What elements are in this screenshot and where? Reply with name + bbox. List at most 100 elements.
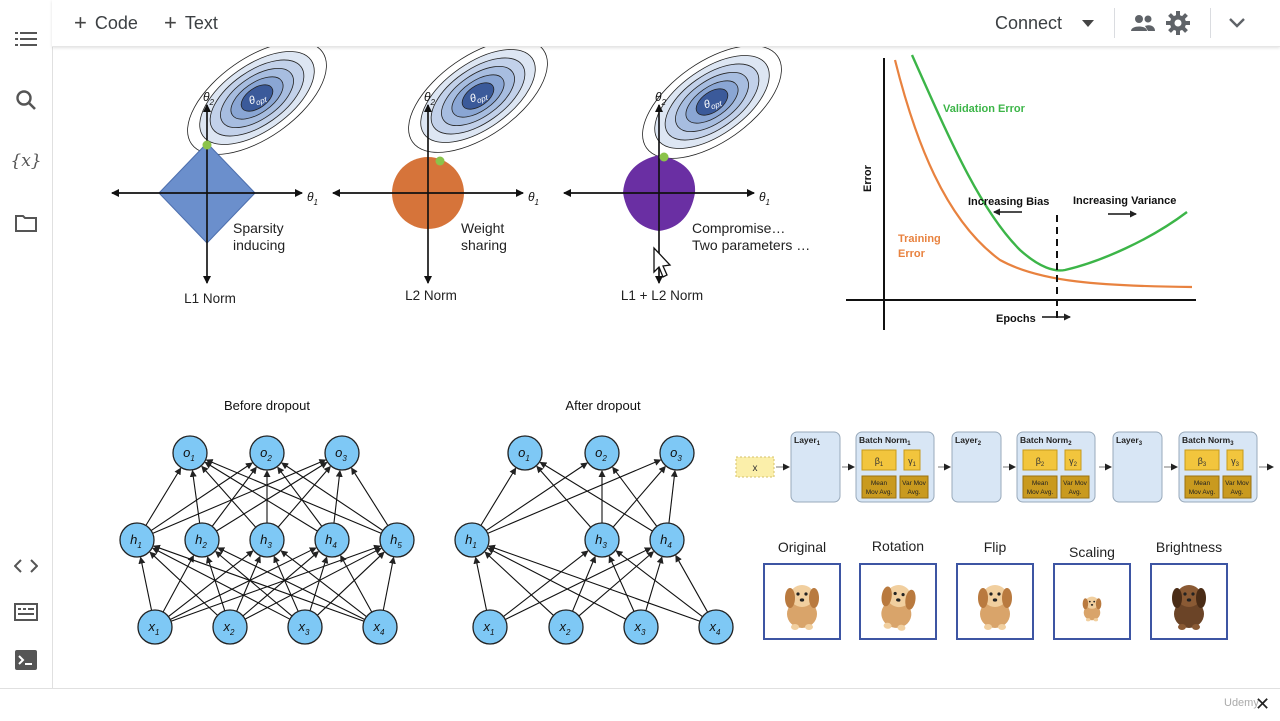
constraint-label: sharing bbox=[461, 237, 507, 253]
constraint-label: Two parameters … bbox=[692, 237, 810, 253]
validation-error-label: Validation Error bbox=[943, 103, 1026, 115]
mean-moving-avg-label: Mov Avg. bbox=[1027, 489, 1054, 496]
edge bbox=[382, 556, 396, 611]
constraint-label: inducing bbox=[233, 237, 285, 253]
augmentation-scaling: Scaling bbox=[1053, 544, 1131, 640]
mean-moving-avg bbox=[1184, 475, 1220, 499]
input-node-label: x1 bbox=[483, 619, 495, 637]
augmentation-rotation: Rotation bbox=[859, 538, 937, 640]
var-moving-avg bbox=[899, 475, 929, 499]
edge bbox=[152, 547, 291, 620]
output-node-label: o3 bbox=[670, 445, 682, 463]
gear-icon[interactable] bbox=[1166, 11, 1190, 40]
edge bbox=[351, 467, 389, 526]
var-moving-avg bbox=[1222, 475, 1252, 499]
edge bbox=[277, 465, 331, 528]
theta1-label: θ1 bbox=[528, 190, 539, 207]
output-node-label: o2 bbox=[595, 445, 607, 463]
augmentation-brightness: Brightness bbox=[1150, 539, 1228, 640]
contour-ring bbox=[240, 84, 274, 112]
edge bbox=[273, 555, 299, 612]
gamma-param bbox=[1226, 449, 1244, 471]
search-icon[interactable] bbox=[13, 87, 39, 113]
connect-dropdown-icon[interactable] bbox=[1082, 20, 1094, 27]
edge bbox=[236, 555, 261, 612]
input-node bbox=[623, 609, 659, 645]
input-node-label: x4 bbox=[709, 619, 722, 637]
increasing-variance-label: Increasing Variance bbox=[1073, 195, 1176, 207]
input-node-label: x1 bbox=[148, 619, 160, 637]
hidden-node bbox=[249, 522, 285, 558]
edge bbox=[473, 556, 488, 611]
toc-icon[interactable] bbox=[13, 26, 39, 52]
optimum-point bbox=[435, 156, 445, 166]
augmentation-label: Rotation bbox=[872, 538, 924, 554]
input-node-label: x2 bbox=[223, 619, 236, 637]
hidden-node bbox=[314, 522, 350, 558]
mean-moving-avg-label: Mean bbox=[871, 480, 888, 487]
augmentation-label: Flip bbox=[984, 539, 1007, 555]
add-text-button[interactable]: + Text bbox=[164, 10, 218, 35]
mean-moving-avg bbox=[1022, 475, 1058, 499]
puppy-image bbox=[1082, 596, 1102, 622]
chevron-down-icon[interactable] bbox=[1228, 16, 1246, 34]
layer-label: Layer3 bbox=[1116, 435, 1143, 447]
edge bbox=[150, 462, 253, 532]
theta2-label: θ2 bbox=[655, 90, 667, 107]
edge bbox=[488, 544, 701, 622]
edge bbox=[615, 550, 703, 618]
mean-moving-avg-label: Mean bbox=[1032, 480, 1049, 487]
edge bbox=[145, 467, 182, 526]
folder-icon[interactable] bbox=[13, 210, 39, 236]
gamma-param bbox=[903, 449, 921, 471]
output-node bbox=[507, 435, 543, 471]
close-panel-button[interactable]: ✕ bbox=[1255, 694, 1270, 715]
edge bbox=[242, 551, 320, 617]
variables-icon[interactable]: {x} bbox=[10, 151, 42, 171]
hidden-node bbox=[119, 522, 155, 558]
edge bbox=[608, 555, 635, 612]
hidden-node-label: h1 bbox=[130, 532, 142, 550]
input-node bbox=[212, 609, 248, 645]
input-node-label: x2 bbox=[559, 619, 572, 637]
optimum-point bbox=[659, 152, 669, 162]
theta1-label: θ1 bbox=[307, 190, 318, 207]
input-node bbox=[472, 609, 508, 645]
terminal-icon[interactable] bbox=[13, 647, 39, 673]
edge bbox=[170, 547, 317, 620]
output-node bbox=[584, 435, 620, 471]
batch-norm-label: Batch Norm2 bbox=[1020, 435, 1072, 447]
edge bbox=[503, 550, 589, 618]
mouse-cursor-icon bbox=[653, 246, 672, 278]
norm-caption: L2 Norm bbox=[405, 288, 457, 303]
people-icon[interactable] bbox=[1130, 13, 1156, 38]
gamma-label: γ3 bbox=[1231, 456, 1240, 468]
augmentation-original: Original bbox=[763, 539, 841, 640]
edge bbox=[505, 547, 652, 620]
output-node-label: o2 bbox=[260, 445, 272, 463]
mean-moving-avg-label: Mean bbox=[1194, 480, 1211, 487]
code-snippets-icon[interactable] bbox=[13, 553, 39, 579]
bias-variance-chart: Validation Error Training Error Error Ep… bbox=[846, 54, 1196, 330]
command-palette-icon[interactable] bbox=[13, 599, 39, 625]
var-moving-avg-label: Avg. bbox=[1069, 489, 1082, 496]
layer-label: Layer1 bbox=[794, 435, 821, 447]
contour-ring bbox=[461, 82, 495, 110]
edge bbox=[480, 467, 517, 526]
edge bbox=[214, 550, 293, 617]
edge bbox=[316, 551, 385, 616]
edge bbox=[217, 547, 365, 621]
before-dropout-title: Before dropout bbox=[224, 398, 310, 413]
edge bbox=[578, 551, 655, 617]
connect-button[interactable]: Connect bbox=[995, 12, 1063, 33]
hidden-node bbox=[649, 522, 685, 558]
add-code-button[interactable]: + Code bbox=[74, 10, 138, 35]
input-node-label: x4 bbox=[373, 619, 386, 637]
